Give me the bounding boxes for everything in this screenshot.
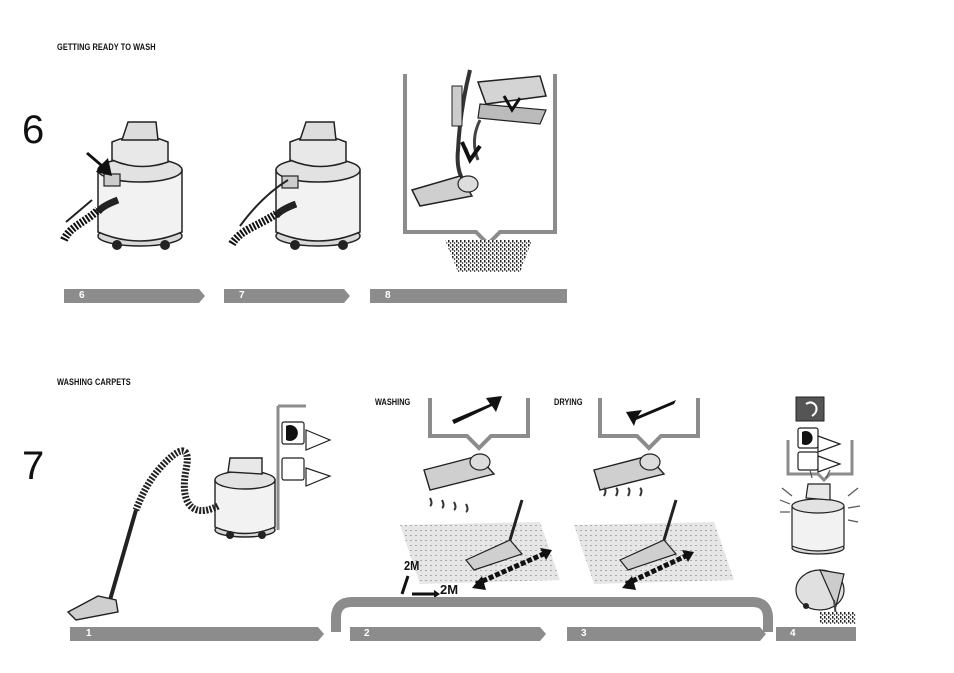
illustration-washing-step-3 [574, 398, 734, 590]
step-bar-2 [350, 627, 546, 641]
step-label-3: 3 [581, 628, 587, 639]
ear-icon [805, 401, 818, 417]
distance-mark-vertical: 2M [404, 558, 419, 573]
step-bar-6 [64, 289, 205, 303]
step-label-6: 6 [79, 290, 85, 301]
section-heading-getting-ready: GETTING READY TO WASH [57, 42, 156, 52]
drying-label: DRYING [554, 397, 583, 407]
distance-mark-horizontal: 2M [440, 582, 458, 597]
operating-symbols [281, 421, 332, 487]
step-bar-1 [70, 627, 324, 641]
step-label-1: 1 [86, 628, 92, 639]
step-bar-4 [776, 627, 856, 641]
section-number-7: 7 [22, 444, 45, 488]
illustration-washing-step-2: 2M 2M [400, 396, 560, 598]
washing-label: WASHING [375, 397, 411, 407]
step-bar-8 [370, 289, 567, 303]
step-bar-7 [224, 289, 350, 303]
illustration-step-6 [60, 121, 183, 250]
illustration-washing-step-1 [66, 404, 332, 621]
step-label-4: 4 [790, 628, 796, 639]
section-number-6: 6 [22, 108, 45, 152]
illustration-washing-step-4 [779, 396, 861, 624]
loop-path [331, 597, 773, 632]
step-label-8: 8 [385, 290, 391, 301]
illustration-step-7 [228, 121, 361, 250]
illustration-step-8 [403, 69, 557, 272]
step-label-7: 7 [239, 290, 245, 301]
section-heading-washing-carpets: WASHING CARPETS [57, 377, 131, 387]
step-bar-3 [567, 627, 766, 641]
step-label-2: 2 [364, 628, 370, 639]
